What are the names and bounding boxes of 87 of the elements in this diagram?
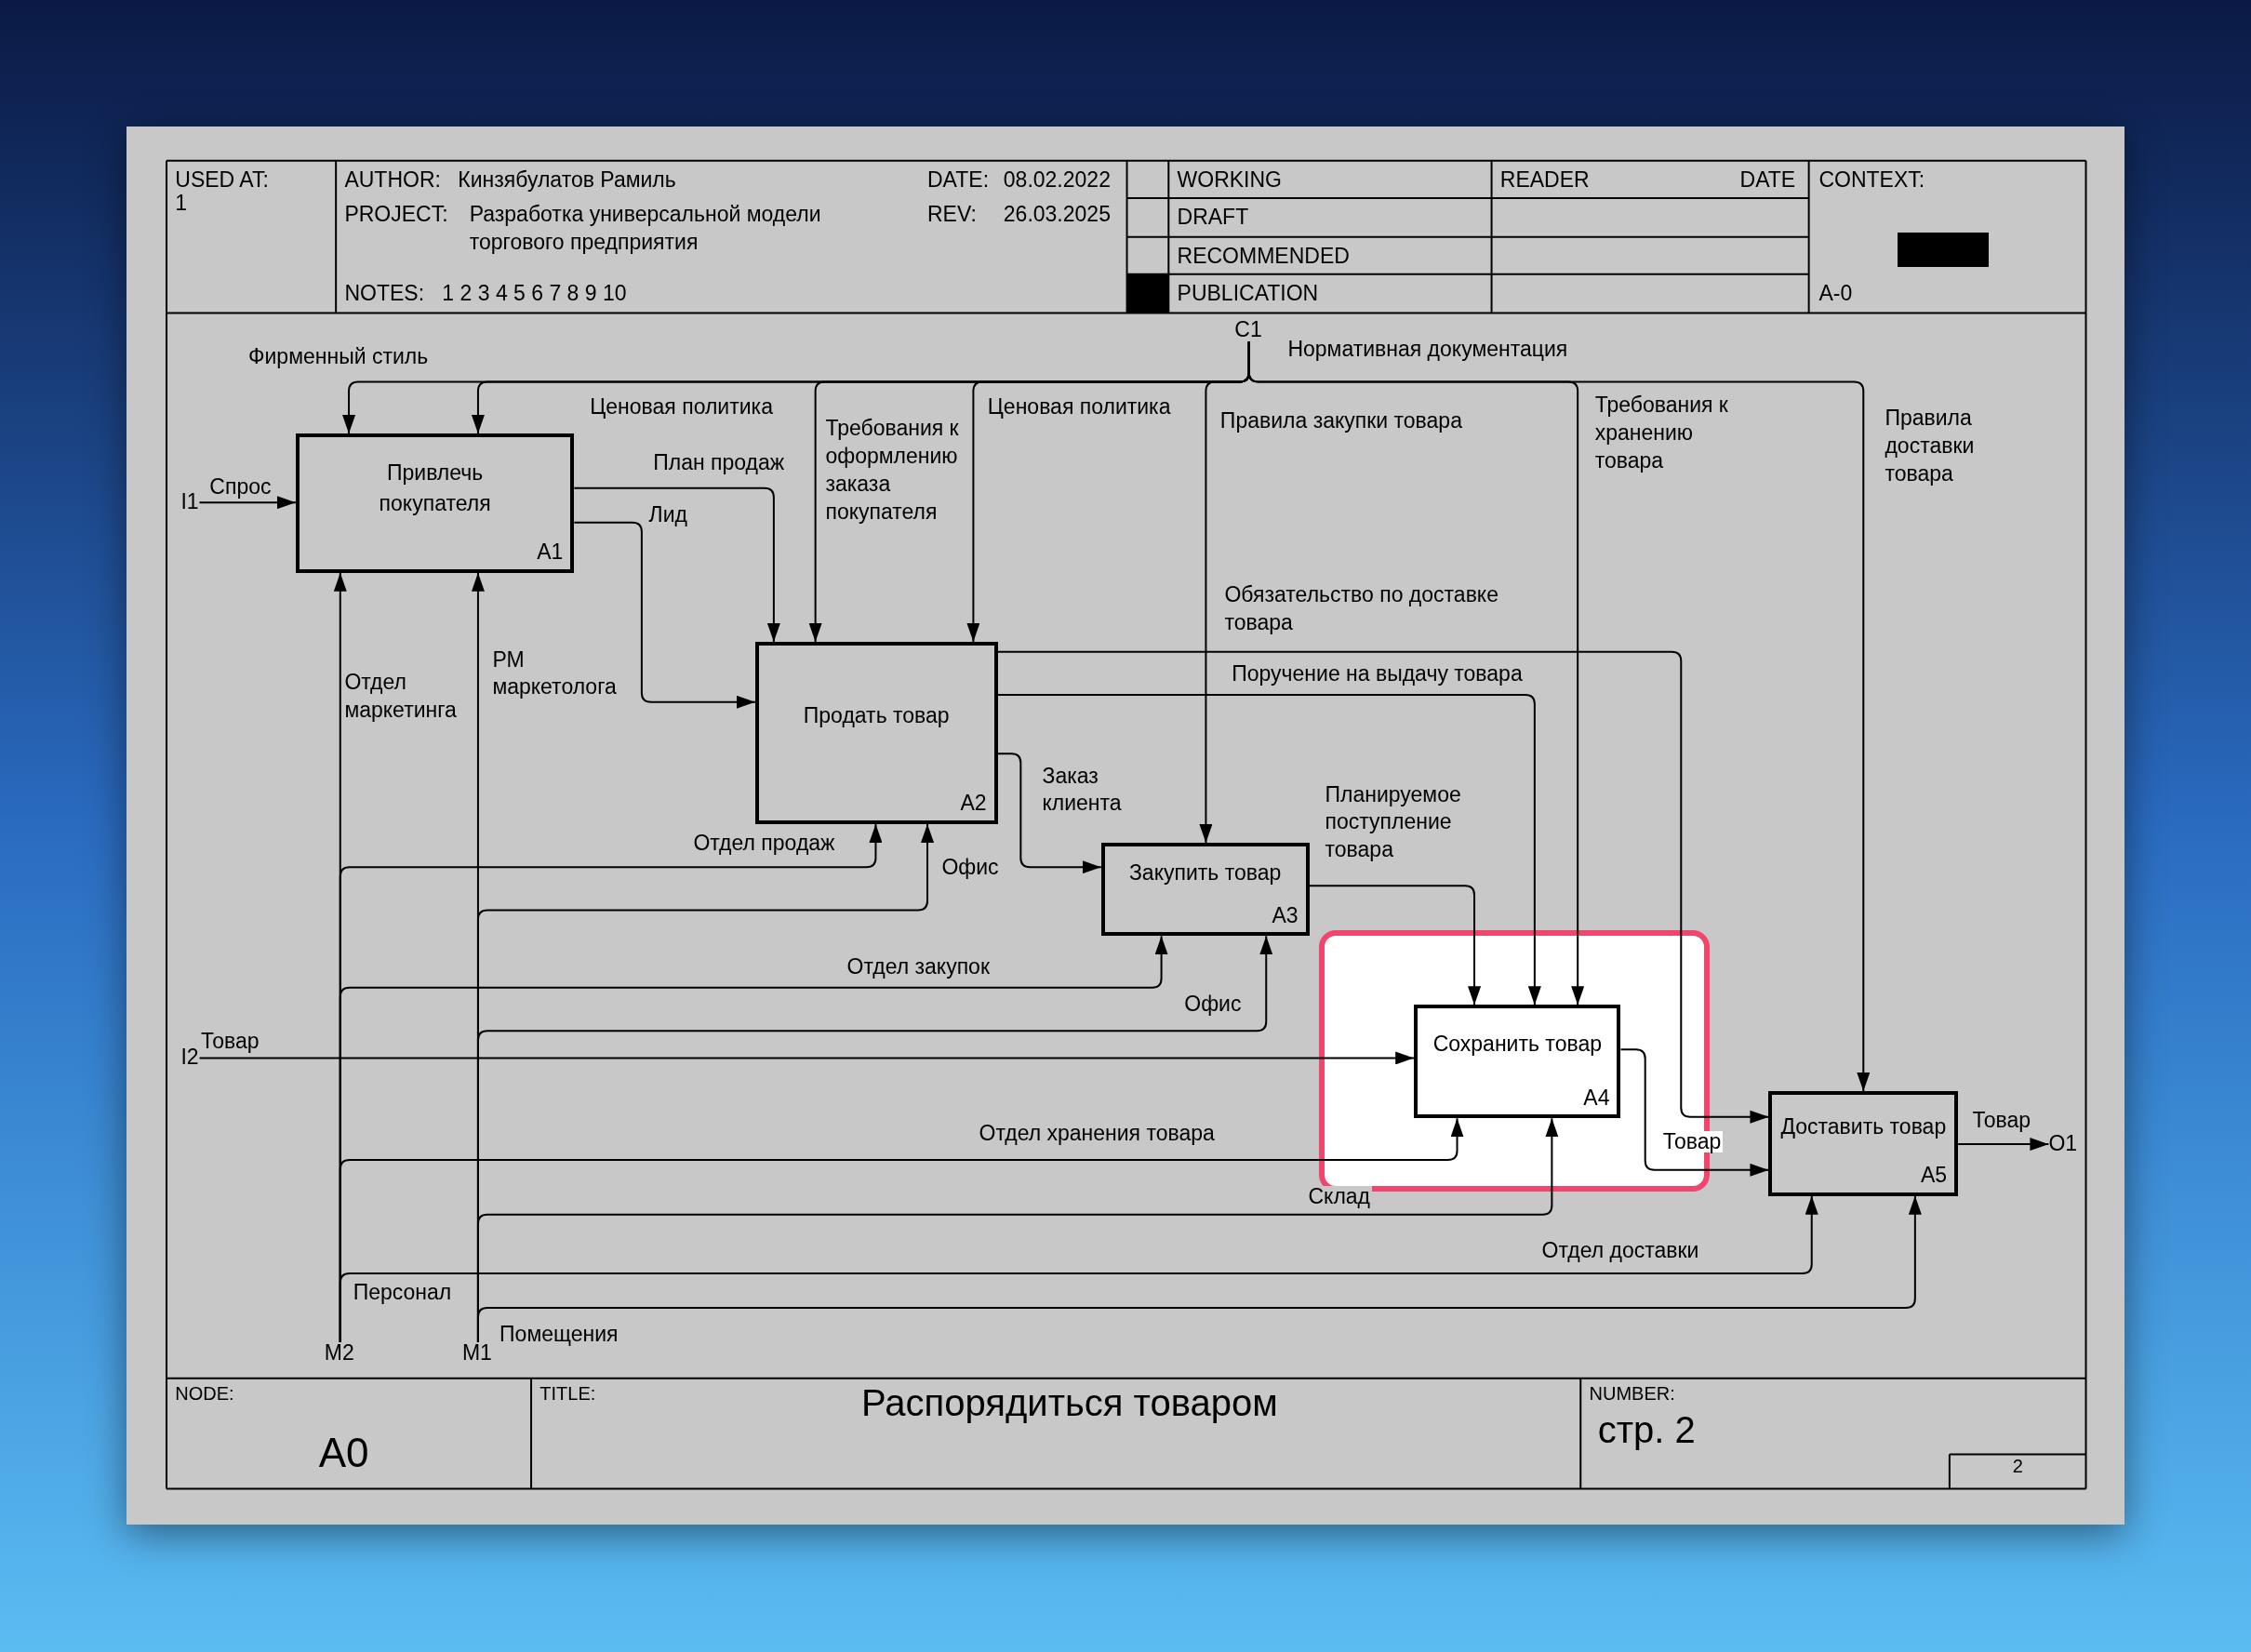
activity-box: [1100, 842, 1310, 937]
activity-box: [1414, 1005, 1621, 1119]
arrow-label: Правила доставки товара: [1885, 405, 1976, 487]
field-value: 2: [2012, 1455, 2023, 1479]
arrow-label: Отдел маркетинга: [344, 669, 458, 725]
field-label: NODE:: [175, 1381, 234, 1406]
status-label: READER: [1499, 167, 1590, 193]
arrow: [573, 521, 756, 709]
arrow: [476, 1194, 1922, 1344]
arrow: [573, 486, 780, 643]
arrow-label: Товар: [1972, 1106, 2031, 1134]
arrow-label: РМ маркетолога: [492, 646, 618, 701]
arrow-label: Правила закупки товара: [1219, 407, 1462, 435]
activity-name: Привлечь покупателя: [378, 459, 492, 518]
arrow-label: Отдел хранения товара: [979, 1119, 1215, 1147]
activity-number: A3: [1272, 901, 1299, 929]
arrow-label: Заказ клиента: [1042, 762, 1123, 818]
arrow-label: Спрос: [209, 473, 272, 501]
field-label: DATE:: [927, 167, 990, 193]
arrow: [1308, 885, 1482, 1006]
field-label: NOTES:: [344, 279, 425, 307]
activity-name: Продать товар: [802, 701, 951, 729]
arrow: [1247, 340, 1871, 1092]
field-label: NUMBER:: [1589, 1381, 1675, 1406]
arrow: [996, 694, 1541, 1006]
arrow-label: Персонал: [353, 1279, 452, 1307]
arrow-label: Лид: [648, 500, 687, 528]
arrow-label: Требования к оформлению заказа покупателя: [825, 415, 960, 526]
field-value: Кинзябулатов Рамиль: [458, 167, 676, 193]
arrow-label: Помещения: [499, 1320, 619, 1348]
status-label: DRAFT: [1177, 204, 1249, 232]
field-value: A0: [318, 1428, 369, 1477]
status-label: PUBLICATION: [1177, 279, 1319, 307]
icom-code: I1: [180, 490, 199, 513]
arrow-label: Товар: [1660, 1131, 1724, 1153]
diagram-title: Распорядиться товаром: [861, 1381, 1278, 1426]
activity-box: [754, 641, 998, 824]
activity-number: A2: [960, 790, 987, 817]
arrow-label: Отдел закупок: [846, 953, 990, 980]
activity-number: A1: [537, 539, 564, 566]
field-value: 08.02.2022: [1003, 167, 1111, 193]
arrow-label: Ценовая политика: [590, 393, 773, 420]
field-value: 1 2 3 4 5 6 7 8 9 10: [442, 279, 627, 307]
field-value: стр. 2: [1597, 1407, 1696, 1452]
field-label: AUTHOR:: [344, 167, 441, 193]
field-label: TITLE:: [539, 1381, 596, 1406]
activity-number: A4: [1583, 1084, 1610, 1112]
activity-number: A5: [1921, 1161, 1948, 1189]
field-value: Разработка универсальной модели торгового предприятия: [469, 201, 822, 256]
icom-code: I2: [180, 1046, 199, 1069]
icom-code: M2: [324, 1342, 354, 1365]
icom-code: M1: [461, 1342, 492, 1365]
arrow-label: Планируемое поступление товара: [1325, 780, 1462, 864]
arrow-label: Ценовая политика: [987, 393, 1171, 420]
arrow-label: План продаж: [653, 449, 785, 477]
arrow-label: Требования к хранению товара: [1594, 392, 1729, 475]
field-label: REV:: [927, 201, 977, 229]
field-label: PROJECT:: [344, 201, 448, 229]
activity-box: [1768, 1090, 1959, 1196]
status-label: WORKING: [1177, 167, 1282, 193]
arrow: [198, 1051, 1416, 1065]
arrow: [198, 496, 297, 510]
activity-name: Закупить товар: [1127, 859, 1283, 887]
activity-name: Доставить товар: [1779, 1113, 1948, 1141]
field-value: 26.03.2025: [1003, 201, 1111, 229]
arrow-label: Отдел доставки: [1541, 1237, 1699, 1265]
field-label: CONTEXT:: [1818, 167, 1925, 193]
icom-code: C1: [1234, 318, 1262, 340]
arrow-label: Офис: [1184, 990, 1242, 1018]
arrow: [1957, 1138, 2050, 1152]
arrow-label: Нормативная документация: [1287, 336, 1568, 364]
arrow-label: Отдел продаж: [693, 830, 835, 858]
activity-name: Сохранить товар: [1432, 1030, 1603, 1058]
icom-code: O1: [2048, 1132, 2078, 1154]
field-value: A-0: [1818, 279, 1853, 307]
arrow-label: Офис: [941, 854, 999, 882]
arrow: [339, 1194, 1818, 1344]
activity-box: [295, 433, 575, 573]
arrow: [996, 650, 1770, 1124]
arrow-label: Склад: [1306, 1185, 1373, 1207]
status-label: RECOMMENDED: [1177, 242, 1350, 270]
arrow-label: Фирменный стиль: [248, 342, 429, 370]
context-marker: [1898, 233, 1989, 268]
arrow-label: Поручение на выдачу товара: [1232, 659, 1523, 687]
status-label: DATE: [1739, 167, 1796, 193]
arrow-label: Обязательство по доставке товара: [1224, 581, 1499, 636]
arrow-label: Товар: [201, 1028, 260, 1056]
